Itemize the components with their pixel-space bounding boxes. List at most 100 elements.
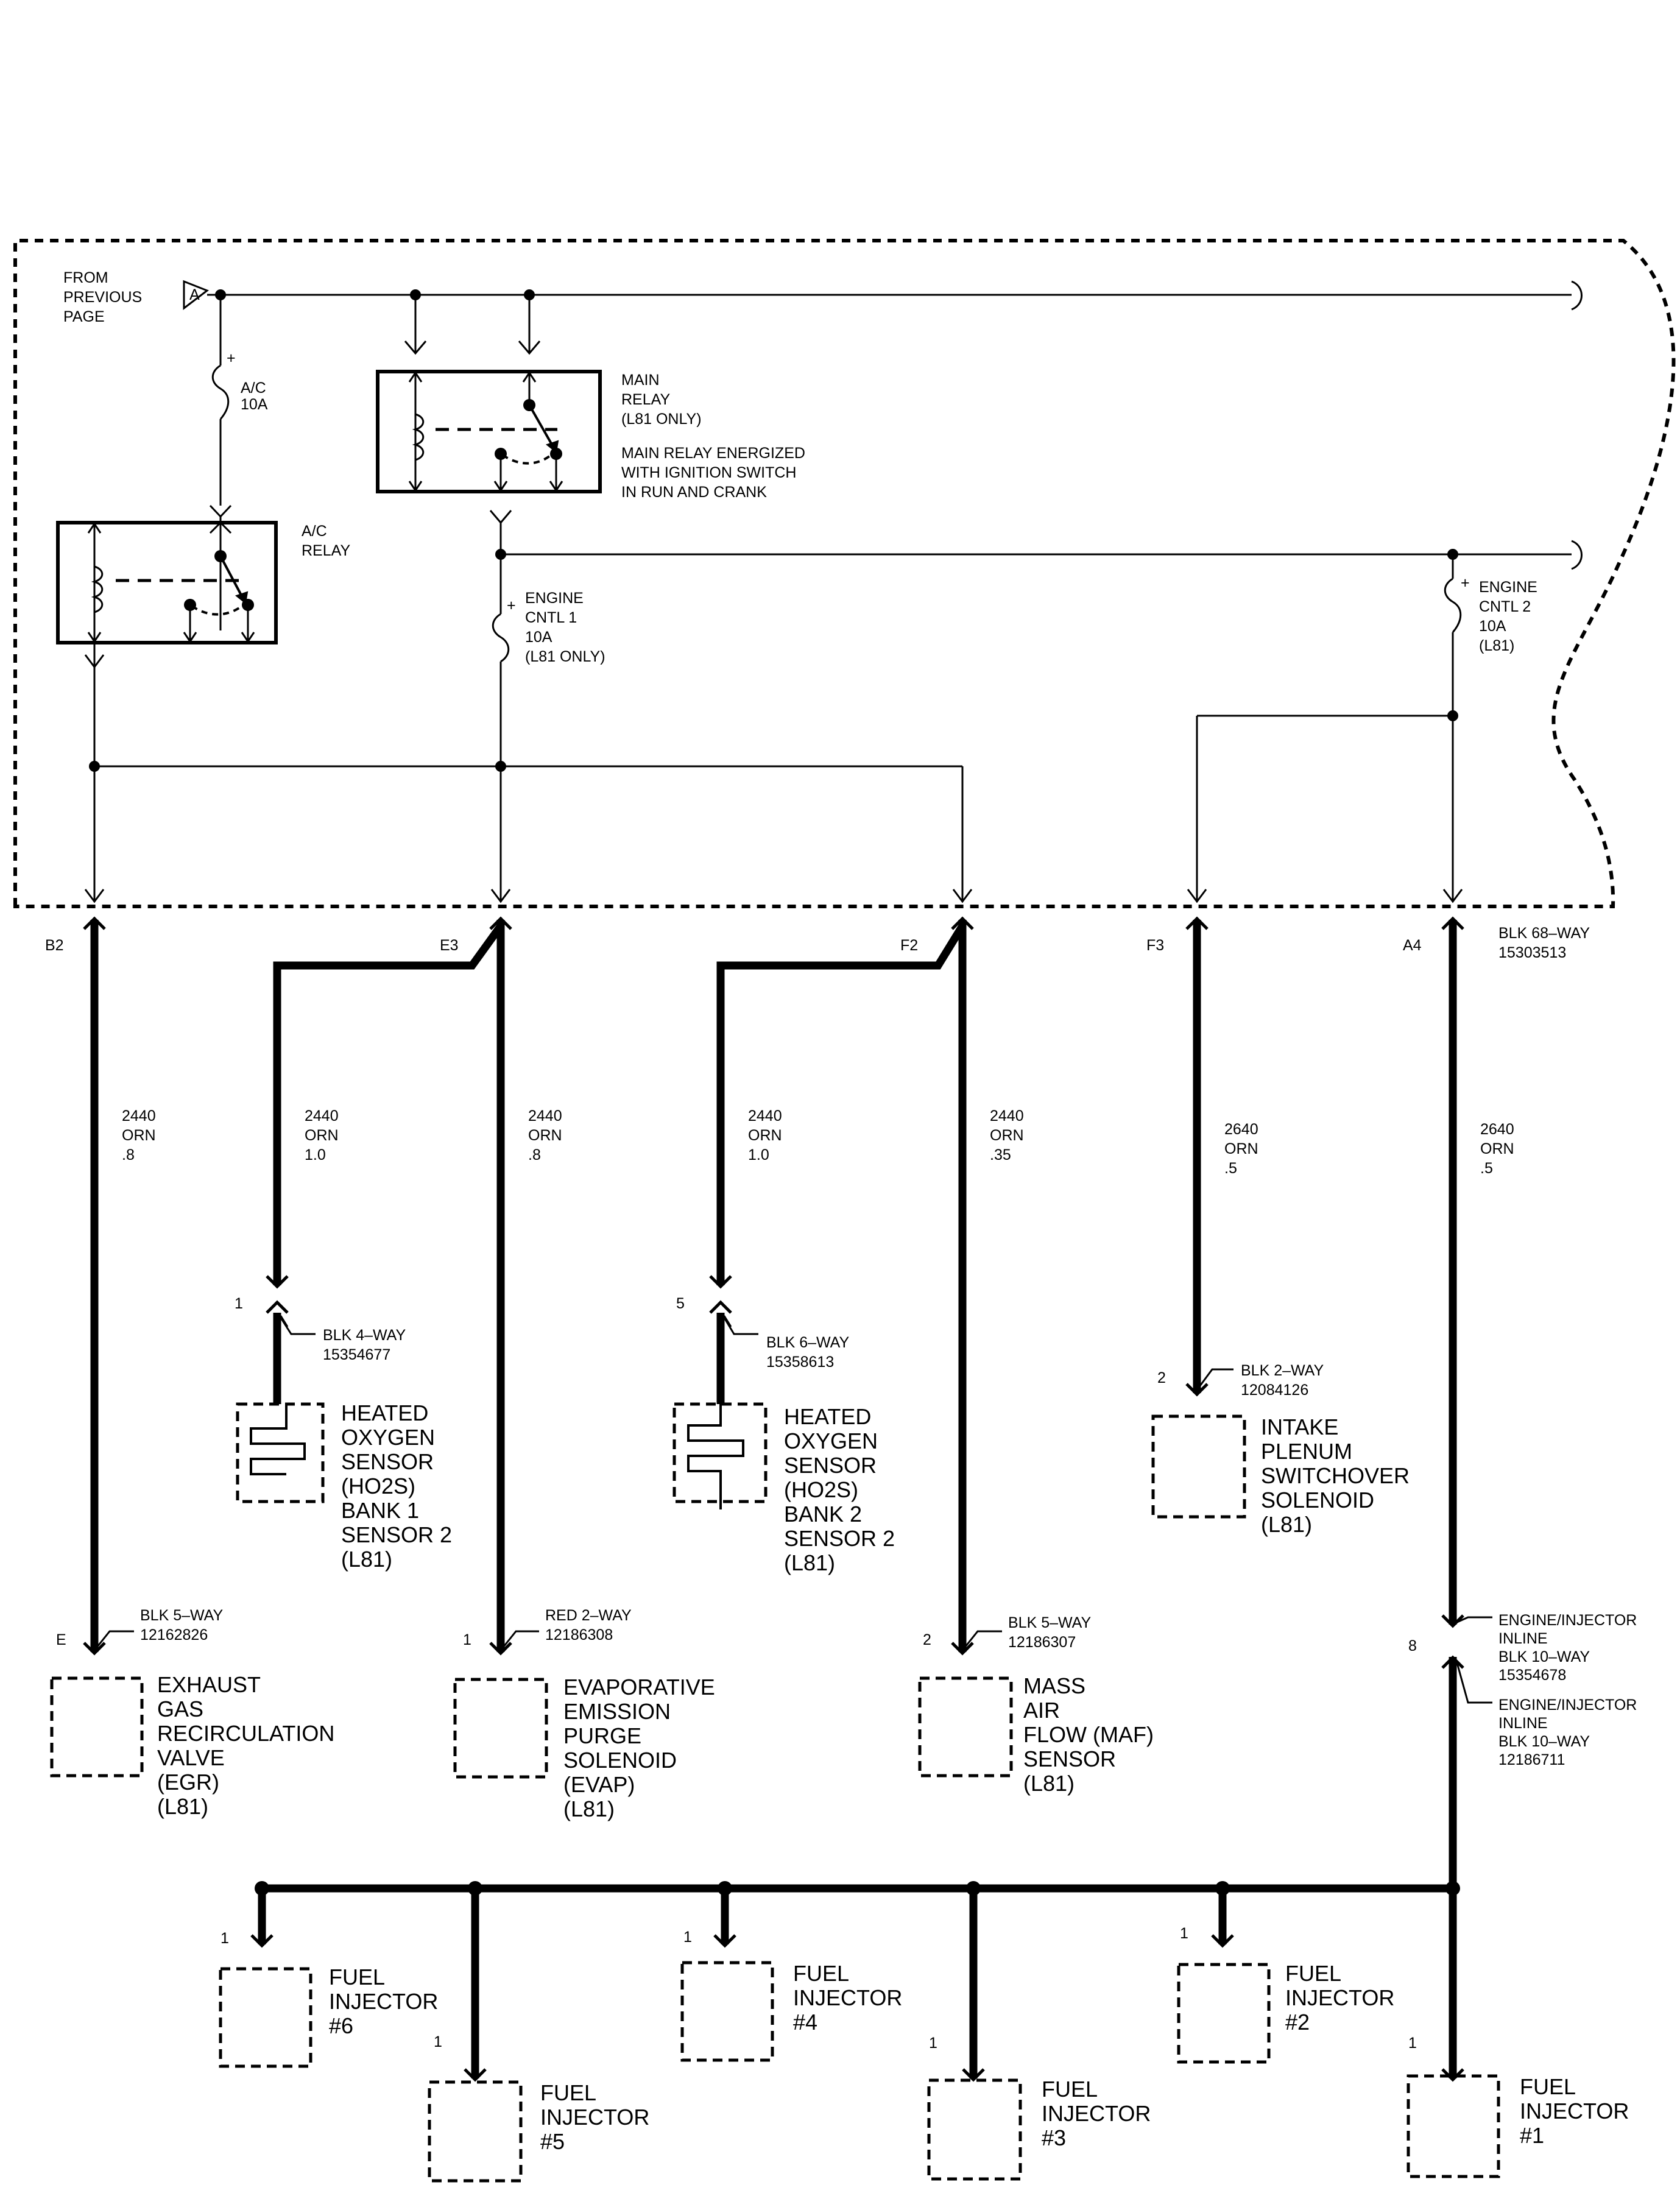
connector-label: BLK 10–WAY [1498, 1648, 1590, 1665]
wire-gauge: .5 [1224, 1160, 1237, 1177]
component-label: (L81) [157, 1794, 208, 1819]
fuel-injector-4: 1 FUEL INJECTOR #4 [680, 1929, 902, 2062]
wire-color: ORN [122, 1127, 156, 1144]
component-label: #2 [1285, 2010, 1310, 2035]
wire-color: ORN [748, 1127, 782, 1144]
engine-cntl-2-fuse-label: ENGINE [1479, 579, 1537, 596]
wire-circuit: 2640 [1224, 1121, 1258, 1138]
connector-label: ENGINE/INJECTOR [1498, 1612, 1637, 1629]
connector-part-number: 15354678 [1498, 1667, 1566, 1684]
pcm-input-arrows [84, 889, 1463, 903]
pcm-pin-b2: B2 [45, 937, 64, 954]
wire-color: ORN [528, 1127, 562, 1144]
connector-label: BLK 5–WAY [1008, 1614, 1091, 1631]
component-label: VALVE [157, 1745, 225, 1770]
component-label: #1 [1520, 2123, 1544, 2148]
maf-sensor: 2 BLK 5–WAY 12186307 MASS AIR FLOW (MAF)… [918, 1614, 1154, 1796]
component-label: SENSOR [784, 1453, 877, 1478]
component-label: MASS [1023, 1673, 1085, 1698]
component-label: GAS [157, 1696, 203, 1721]
inline-connector: 8 ENGINE/INJECTOR INLINE BLK 10–WAY 1535… [1408, 1612, 1637, 1768]
ac-relay [56, 504, 278, 644]
feed-bus [183, 280, 1583, 506]
component-label: SENSOR [1023, 1746, 1116, 1771]
connector-part-number: 12186307 [1008, 1634, 1076, 1651]
pcm-pin-f2: F2 [900, 937, 918, 954]
pcm-pin-e3: E3 [440, 937, 459, 954]
source-label-line: FROM [63, 269, 108, 286]
pin-number: 1 [221, 1930, 229, 1947]
component-label: BANK 2 [784, 1502, 862, 1527]
component-label: SOLENOID [563, 1748, 677, 1773]
component-label: INJECTOR [540, 2105, 649, 2130]
component-label: HEATED [341, 1400, 428, 1425]
connector-part-number: 12162826 [140, 1626, 208, 1643]
component-label: EMISSION [563, 1699, 671, 1724]
wire-color: ORN [1224, 1140, 1258, 1157]
component-label: (EVAP) [563, 1772, 635, 1797]
pin-number: 1 [434, 2033, 442, 2050]
source-label: FROM PREVIOUS PAGE A [63, 269, 200, 325]
engine-cntl-2-fuse-rating: 10A [1479, 618, 1506, 635]
main-relay [376, 341, 602, 493]
fuel-injector-3: 1 FUEL INJECTOR #3 [927, 2035, 1151, 2181]
fuse-plus: + [507, 597, 516, 614]
heater-element [250, 1404, 306, 1475]
ac-relay-label-line2: RELAY [302, 542, 350, 559]
component-label: EVAPORATIVE [563, 1675, 715, 1700]
component-box [927, 2078, 1022, 2181]
component-label: (HO2S) [784, 1477, 858, 1502]
pin-number: 1 [1408, 2035, 1417, 2052]
component-label: OXYGEN [341, 1425, 435, 1450]
connector-label: RED 2–WAY [545, 1607, 632, 1624]
connector-part-number: 15358613 [766, 1354, 834, 1371]
fuel-injector-2: 1 FUEL INJECTOR #2 [1177, 1925, 1394, 2064]
connector-label: BLK 6–WAY [766, 1334, 849, 1351]
component-label: PLENUM [1261, 1439, 1352, 1464]
wire-color: ORN [305, 1127, 339, 1144]
ac-fuse-rating: 10A [241, 396, 268, 413]
connector-part-number: 12186308 [545, 1626, 613, 1643]
connector-label: INLINE [1498, 1630, 1548, 1647]
pin-number: 2 [923, 1631, 931, 1648]
wire-circuit: 2440 [990, 1107, 1024, 1124]
main-relay-note-line3: IN RUN AND CRANK [621, 484, 767, 501]
heater-element [687, 1404, 744, 1489]
component-label: (L81) [341, 1547, 392, 1572]
engine-cntl-1-fuse-option: (L81 ONLY) [525, 648, 605, 665]
source-label-line: PAGE [63, 308, 105, 325]
connector-label: INLINE [1498, 1715, 1548, 1732]
pin-number: 1 [1180, 1925, 1188, 1942]
component-label: SOLENOID [1261, 1488, 1374, 1513]
component-label: INJECTOR [1520, 2099, 1629, 2124]
component-box [428, 2080, 523, 2183]
wire-circuit: 2440 [305, 1107, 339, 1124]
component-label: FUEL [329, 1965, 385, 1989]
component-label: (HO2S) [341, 1474, 415, 1499]
component-label: SWITCHOVER [1261, 1463, 1410, 1488]
component-label: SENSOR 2 [784, 1526, 895, 1551]
component-label: FUEL [1285, 1961, 1341, 1986]
fuse-plus: + [1461, 574, 1470, 591]
connector-part-number: 12186711 [1498, 1751, 1565, 1768]
component-label: OXYGEN [784, 1428, 878, 1453]
component-label: INJECTOR [329, 1989, 438, 2014]
component-label: FUEL [540, 2080, 596, 2105]
pcm-pin-a4: A4 [1403, 937, 1422, 954]
wire-gauge: .5 [1480, 1160, 1493, 1177]
fuel-injector-1: 1 FUEL INJECTOR #1 [1406, 2035, 1629, 2178]
ac-relay-label: A/C [302, 523, 327, 540]
wire-gauge: .8 [122, 1146, 135, 1163]
component-label: #4 [793, 2010, 817, 2035]
component-label: INJECTOR [793, 1985, 902, 2010]
output-wires [90, 920, 1457, 2078]
feed-bus-splices [215, 289, 535, 300]
connector-label: BLK 5–WAY [140, 1607, 223, 1624]
wire-circuit: 2440 [528, 1107, 562, 1124]
component-label: (L81) [784, 1550, 835, 1575]
wire-labels: 2440 ORN .8 2440 ORN 1.0 2440 ORN .8 244… [122, 1107, 1514, 1177]
component-box [918, 1676, 1013, 1778]
fuel-injector-5: 1 FUEL INJECTOR #5 [428, 2033, 649, 2183]
component-label: INJECTOR [1042, 2101, 1151, 2126]
